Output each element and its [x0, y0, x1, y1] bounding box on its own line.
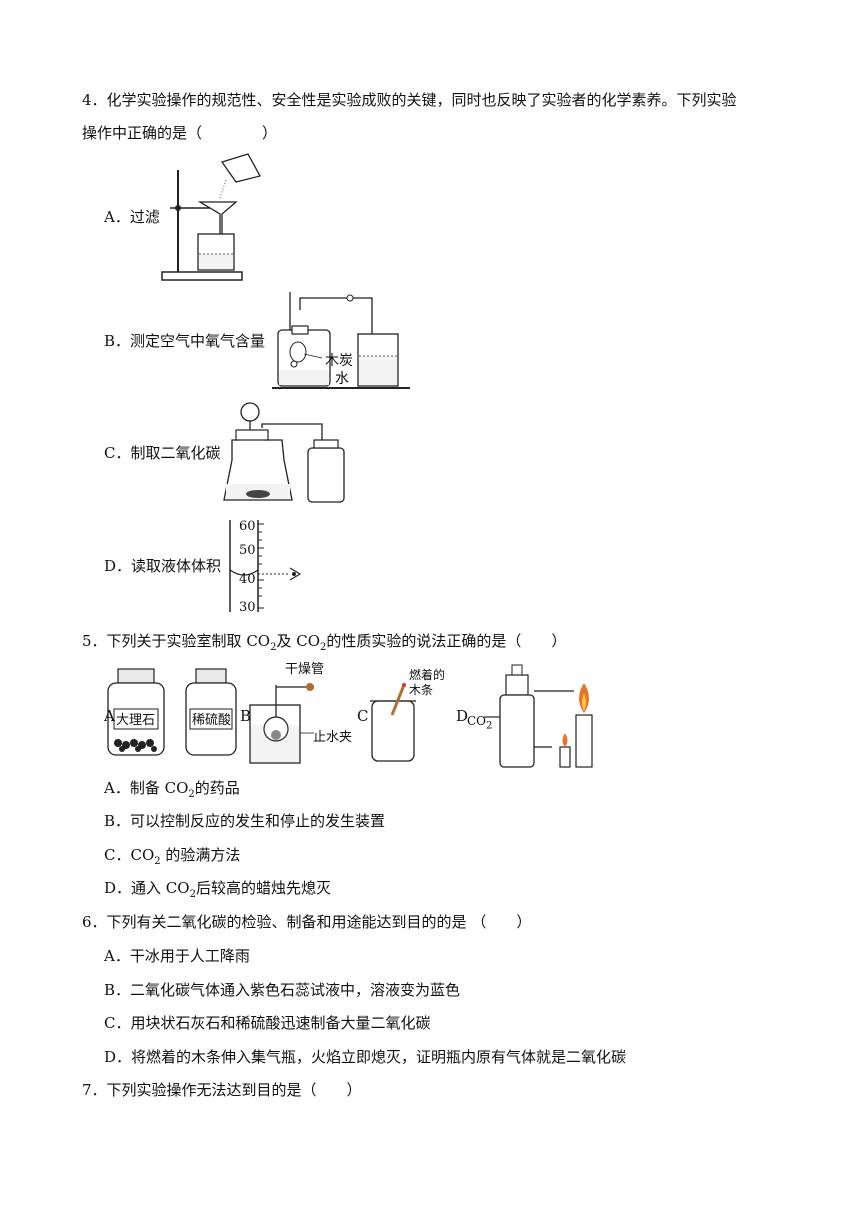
q4-option-d: D．读取液体体积: [104, 557, 222, 575]
q5-option-b: B．可以控制反应的发生和停止的发生装置: [104, 812, 386, 830]
burning-label-2: 木条: [409, 683, 434, 697]
fig-letter-b: B: [240, 707, 252, 725]
clamp-label: 止水夹: [313, 730, 353, 745]
water-label: 水: [335, 371, 349, 387]
charcoal-label: 木炭: [325, 353, 353, 369]
oxygen-measure-figure: [272, 292, 410, 389]
q6-option-d: D．将燃着的木条伸入集气瓶，火焰立即熄灭，证明瓶内原有气体就是二氧化碳: [104, 1048, 627, 1066]
q7-stem: 7．下列实验操作无法达到目的是（ ）: [82, 1081, 362, 1099]
sulfuric-acid-label: 稀硫酸: [192, 713, 232, 728]
tick-label-60: 60: [239, 519, 256, 534]
tick-label-30: 30: [239, 600, 256, 615]
tick-label-40: 40: [239, 572, 256, 587]
drying-tube-label: 干燥管: [285, 662, 325, 677]
q5-option-d: D．通入 CO2后较高的蜡烛先熄灭: [104, 879, 331, 900]
q4-option-b: B．测定空气中氧气含量: [104, 332, 266, 350]
q5-figures: [107, 664, 593, 768]
q4-option-a: A．过滤: [104, 208, 160, 226]
fig-letter-d: D: [456, 707, 469, 725]
filtration-figure: [161, 153, 261, 281]
q5-stem: 5．下列关于实验室制取 CO2及 CO2的性质实验的说法正确的是（ ）: [82, 632, 567, 653]
fig-letter-a: A: [104, 707, 115, 725]
q5-option-c: C．CO2 的验满方法: [104, 846, 241, 867]
marble-label: 大理石: [116, 713, 156, 728]
graduated-cylinder-figure: [229, 520, 302, 612]
q4-stem-line2: 操作中正确的是（ ）: [82, 124, 278, 142]
burning-label-1: 燃着的: [409, 668, 446, 682]
fig-letter-c: C: [357, 707, 369, 725]
tick-label-50: 50: [239, 543, 256, 558]
q6-stem: 6．下列有关二氧化碳的检验、制备和用途能达到目的的是 （ ）: [82, 913, 532, 931]
q5-option-a: A．制备 CO2的药品: [104, 779, 240, 800]
q4-stem-line1: 4．化学实验操作的规范性、安全性是实验成败的关键，同时也反映了实验者的化学素养。…: [82, 91, 737, 109]
q6-option-b: B．二氧化碳气体通入紫色石蕊试液中，溶液变为蓝色: [104, 981, 461, 999]
co2-preparation-figure: [223, 402, 345, 503]
co2-arrow-label: CO2: [467, 714, 493, 732]
q6-option-c: C．用块状石灰石和稀硫酸迅速制备大量二氧化碳: [104, 1014, 431, 1032]
q6-option-a: A．干冰用于人工降雨: [104, 947, 250, 965]
q4-option-c: C．制取二氧化碳: [104, 444, 221, 462]
